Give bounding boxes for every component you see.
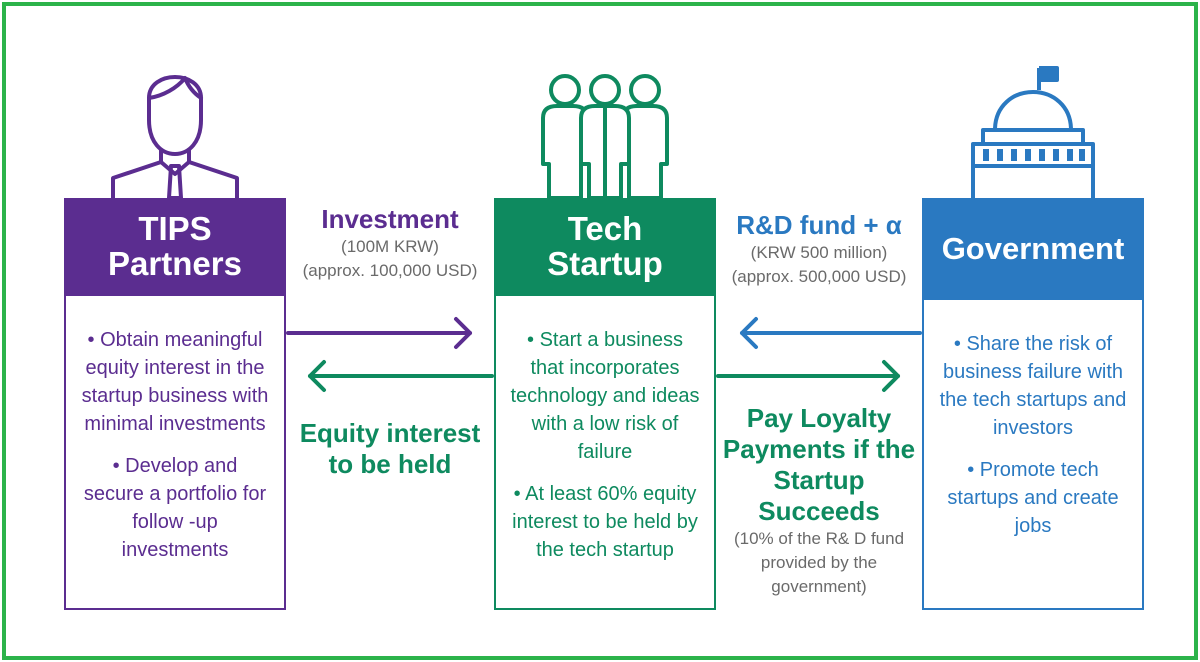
- government-bullet-1: • Share the risk of business failure wit…: [939, 333, 1127, 439]
- tech-startup-header: Tech Startup: [494, 198, 716, 296]
- rd-fund-note-1: (KRW 500 million): [750, 243, 888, 262]
- startup-bullet-2: • At least 60% equity interest to be hel…: [512, 483, 698, 561]
- businessman-icon: [111, 75, 239, 198]
- tips-partners-header: TIPS Partners: [64, 198, 286, 296]
- loyalty-note-2: provided by the: [760, 553, 878, 572]
- rd-fund-arrow: [740, 317, 922, 349]
- government-header: Government: [922, 198, 1144, 300]
- government-title: Government: [941, 230, 1125, 266]
- rd-fund-title: R&D fund + α: [736, 210, 902, 240]
- government-benefits: • Share the risk of business failure wit…: [922, 300, 1144, 610]
- tips-title-line2: Partners: [108, 245, 242, 282]
- loyalty-title-2: Payments if the: [722, 434, 916, 464]
- tips-partners-benefits: • Obtain meaningful equity interest in t…: [64, 296, 286, 610]
- loyalty-label: Pay Loyalty Payments if the Startup Succ…: [716, 403, 922, 599]
- rd-fund-label: R&D fund + α (KRW 500 million) (approx. …: [716, 210, 922, 289]
- investment-label: Investment (100M KRW) (approx. 100,000 U…: [290, 204, 490, 283]
- loyalty-title-3: Startup Succeeds: [758, 465, 880, 526]
- investment-arrow: [286, 317, 472, 349]
- startup-bullet-1: • Start a business that incorporates tec…: [510, 329, 700, 463]
- equity-title-2: to be held: [328, 449, 452, 479]
- team-icon: [541, 74, 669, 198]
- equity-label: Equity interest to be held: [290, 418, 490, 480]
- government-bullet-2: • Promote tech startups and create jobs: [947, 459, 1119, 537]
- tech-startup-benefits: • Start a business that incorporates tec…: [494, 296, 716, 610]
- startup-title-line2: Startup: [547, 245, 663, 282]
- startup-title-line1: Tech: [567, 210, 643, 248]
- equity-title-1: Equity interest: [299, 418, 481, 448]
- investment-title: Investment: [321, 204, 459, 234]
- investment-note-2: (approx. 100,000 USD): [302, 261, 478, 280]
- tips-bullet-2: • Develop and secure a portfolio for fol…: [83, 455, 267, 561]
- tips-bullet-1: • Obtain meaningful equity interest in t…: [81, 329, 269, 435]
- equity-arrow: [308, 360, 494, 392]
- capitol-building-icon: [971, 66, 1095, 200]
- loyalty-note-1: (10% of the R& D fund: [733, 529, 905, 548]
- loyalty-arrow: [716, 360, 900, 392]
- tips-title-line1: TIPS: [138, 210, 212, 248]
- loyalty-note-3: government): [771, 577, 867, 596]
- loyalty-title-1: Pay Loyalty: [746, 403, 892, 433]
- investment-note-1: (100M KRW): [341, 237, 439, 256]
- rd-fund-note-2: (approx. 500,000 USD): [731, 267, 907, 286]
